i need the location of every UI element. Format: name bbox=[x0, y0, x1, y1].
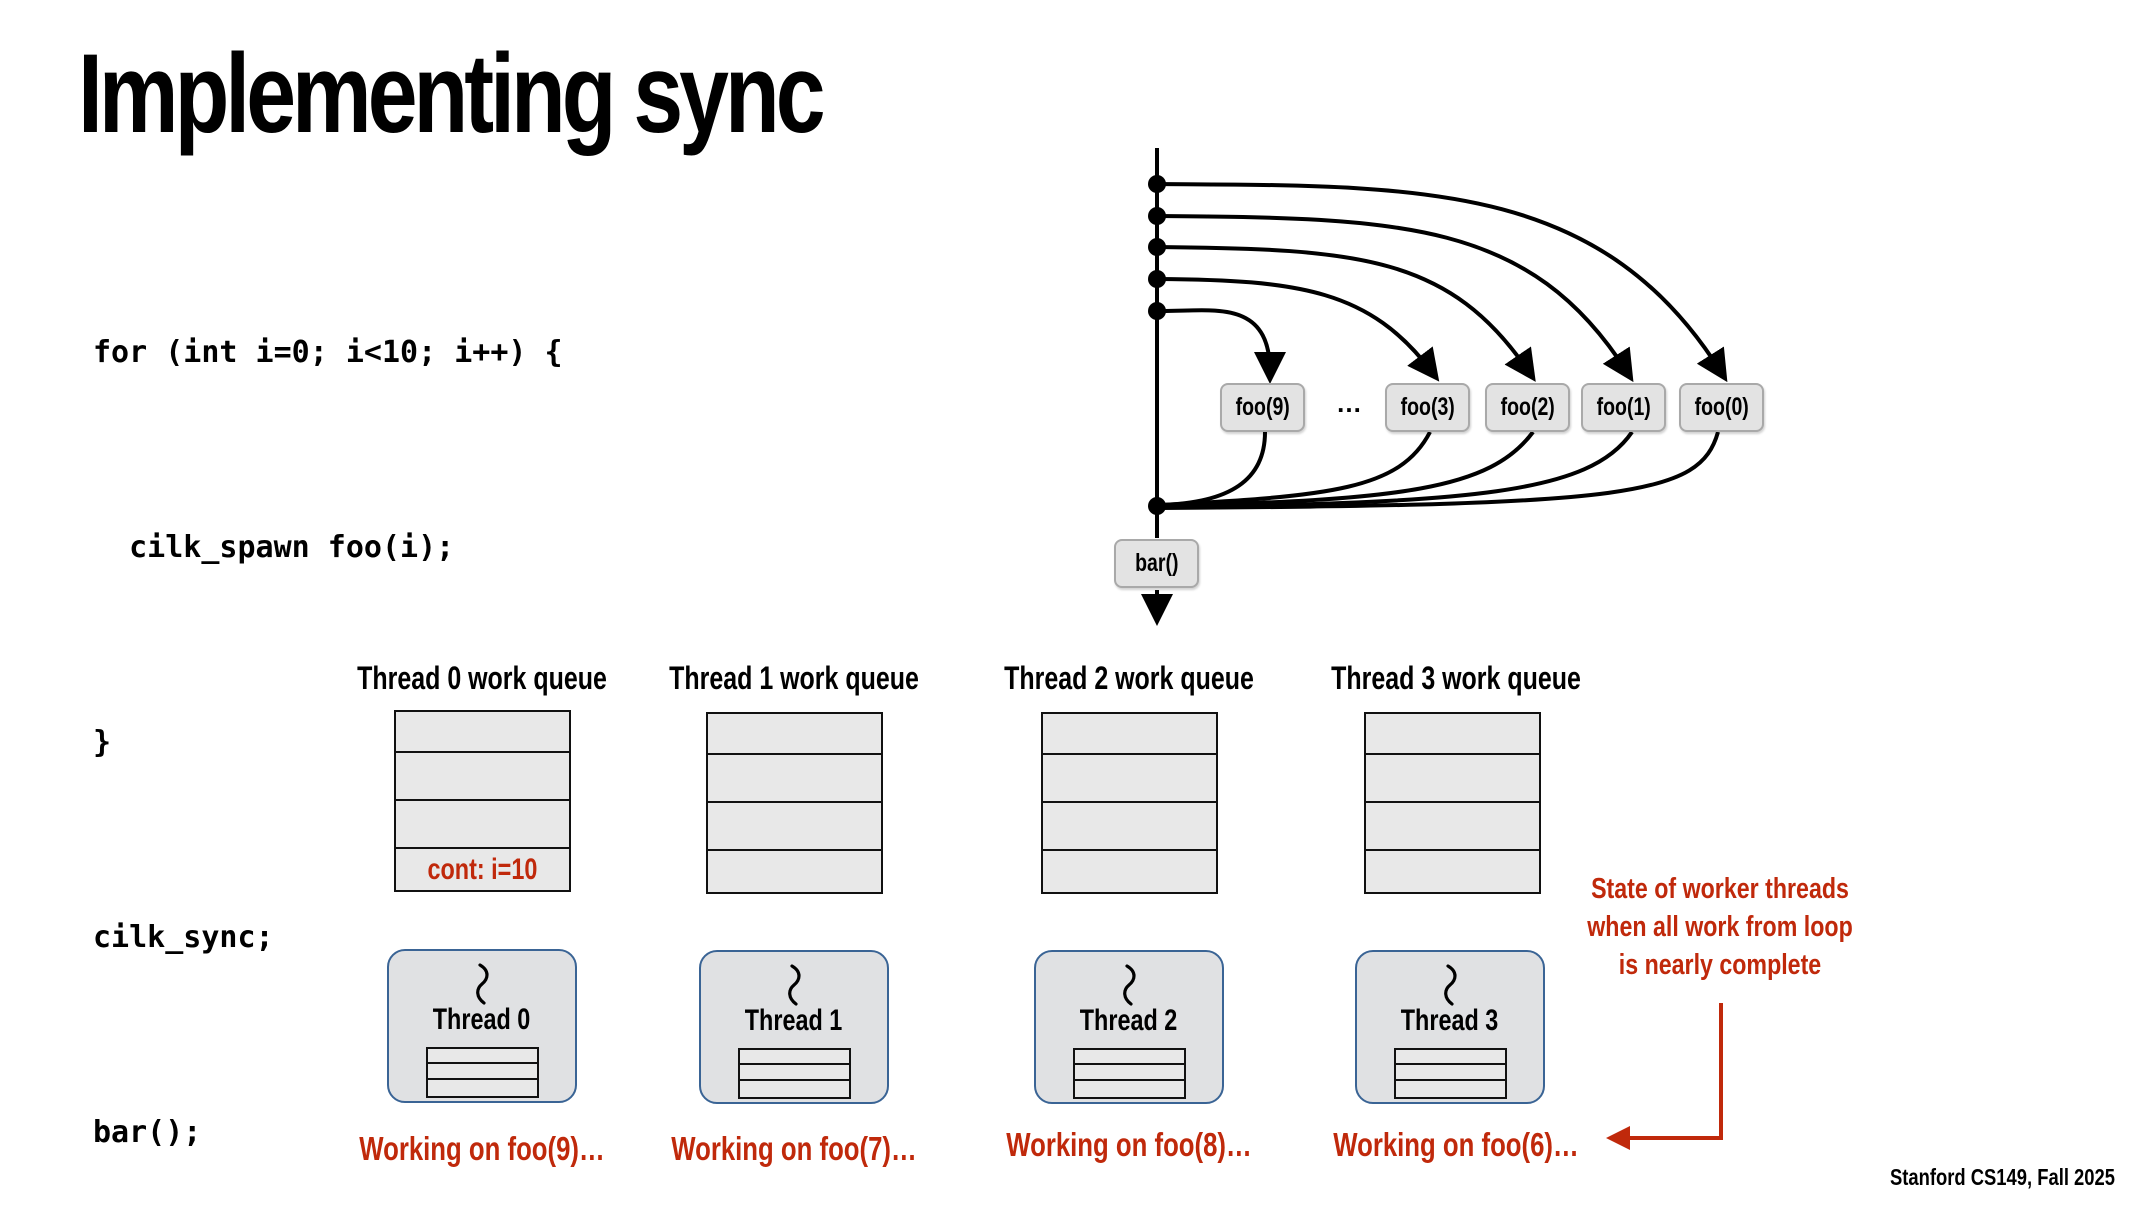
queue-slot bbox=[1366, 714, 1539, 755]
spawn-edge-foo0 bbox=[1156, 182, 1728, 383]
work-queue-title: Thread 0 work queue bbox=[357, 660, 607, 696]
thread-card: Thread 1 bbox=[699, 950, 889, 1104]
annotation-arrow bbox=[1606, 1003, 1723, 1150]
queue-slot bbox=[708, 803, 881, 851]
task-node-foo0: foo(0) bbox=[1679, 383, 1764, 432]
code-line: cilk_spawn foo(i); bbox=[93, 530, 455, 565]
spawn-dag-edges bbox=[1141, 148, 1728, 1150]
spawn-edge-foo2 bbox=[1156, 245, 1536, 382]
thread-stack-icon bbox=[1394, 1048, 1507, 1099]
queue-slot bbox=[1366, 755, 1539, 803]
task-node-foo3: foo(3) bbox=[1385, 383, 1470, 432]
thread-stack-icon bbox=[1073, 1048, 1186, 1099]
queue-slot bbox=[708, 755, 881, 803]
annotation-line: State of worker threads bbox=[1591, 873, 1849, 905]
thread-squiggle-icon bbox=[788, 964, 801, 1006]
work-queue-title: Thread 2 work queue bbox=[1004, 660, 1254, 696]
work-queue-title: Thread 3 work queue bbox=[1331, 660, 1581, 696]
slide-title: Implementing sync bbox=[78, 31, 826, 156]
slide-footer: Stanford CS149, Fall 2025 bbox=[1890, 1164, 2115, 1190]
join-edge-foo9 bbox=[1159, 431, 1267, 507]
task-label: foo(1) bbox=[1596, 393, 1651, 421]
queue-slot bbox=[396, 712, 569, 753]
thread-label-wrap: Thread 1 bbox=[701, 1004, 887, 1038]
work-queue bbox=[706, 712, 883, 894]
spawn-point bbox=[1148, 270, 1166, 288]
thread-label-wrap: Thread 2 bbox=[1036, 1004, 1222, 1038]
annotation-line: when all work from loop bbox=[1587, 911, 1853, 943]
thread-card: Thread 0 bbox=[387, 949, 577, 1103]
code-block: for (int i=0; i<10; i++) { cilk_spawn fo… bbox=[93, 190, 563, 1230]
thread-status: Working on foo(8)… bbox=[1006, 1126, 1252, 1163]
thread-squiggle-icon bbox=[476, 963, 489, 1005]
ellipsis: … bbox=[1336, 388, 1362, 418]
task-node-foo1: foo(1) bbox=[1581, 383, 1666, 432]
queue-slot: cont: i=10 bbox=[396, 849, 569, 890]
code-line: cilk_sync; bbox=[93, 920, 274, 955]
queue-slot bbox=[396, 801, 569, 849]
spawn-point bbox=[1148, 302, 1166, 320]
code-line: for (int i=0; i<10; i++) { bbox=[93, 335, 563, 370]
queue-slot bbox=[1366, 851, 1539, 892]
task-node-foo2: foo(2) bbox=[1485, 383, 1570, 432]
thread-card: Thread 3 bbox=[1355, 950, 1545, 1104]
code-line: bar(); bbox=[93, 1115, 202, 1150]
task-label: foo(0) bbox=[1694, 393, 1749, 421]
task-label: foo(2) bbox=[1500, 393, 1555, 421]
task-label: bar() bbox=[1134, 549, 1179, 577]
queue-slot bbox=[708, 714, 881, 755]
spawn-point bbox=[1148, 175, 1166, 193]
thread-squiggle-icon bbox=[1123, 964, 1136, 1006]
thread-stack-icon bbox=[426, 1047, 539, 1098]
thread-stack-icon bbox=[738, 1048, 851, 1099]
thread-status: Working on foo(6)… bbox=[1333, 1126, 1579, 1163]
spawn-edge-foo9 bbox=[1156, 308, 1286, 384]
spawn-edge-foo3 bbox=[1156, 277, 1440, 382]
task-node-foo9: foo(9) bbox=[1220, 383, 1305, 432]
spawn-point bbox=[1148, 238, 1166, 256]
code-line: } bbox=[93, 725, 112, 760]
queue-slot bbox=[1043, 755, 1216, 803]
thread-status: Working on foo(7)… bbox=[671, 1130, 917, 1167]
task-label: foo(9) bbox=[1235, 393, 1290, 421]
queue-slot bbox=[1043, 714, 1216, 755]
queue-slot bbox=[1043, 803, 1216, 851]
thread-label-wrap: Thread 0 bbox=[389, 1003, 575, 1037]
queue-slot bbox=[708, 851, 881, 892]
thread-status: Working on foo(9)… bbox=[359, 1130, 605, 1167]
annotation-line: is nearly complete bbox=[1618, 949, 1822, 981]
join-edge-foo3 bbox=[1159, 431, 1432, 507]
work-queue-title: Thread 1 work queue bbox=[669, 660, 919, 696]
thread-squiggle-icon bbox=[1444, 964, 1457, 1006]
spawn-edge-foo1 bbox=[1156, 214, 1634, 383]
task-node-bar: bar() bbox=[1114, 539, 1199, 588]
join-edge-foo1 bbox=[1159, 430, 1634, 509]
queue-slot bbox=[396, 753, 569, 801]
join-edge-foo0 bbox=[1159, 431, 1720, 510]
thread-label: Thread 1 bbox=[745, 1004, 843, 1037]
queue-entry: cont: i=10 bbox=[427, 852, 538, 886]
work-queue bbox=[1364, 712, 1541, 894]
thread-label: Thread 2 bbox=[1080, 1004, 1178, 1037]
thread-label: Thread 3 bbox=[1401, 1004, 1499, 1037]
join-edge-foo2 bbox=[1159, 430, 1535, 508]
task-label: foo(3) bbox=[1400, 393, 1455, 421]
work-queue: cont: i=10 bbox=[394, 710, 571, 892]
sync-point bbox=[1148, 497, 1166, 515]
queue-slot bbox=[1043, 851, 1216, 892]
thread-label-wrap: Thread 3 bbox=[1357, 1004, 1543, 1038]
thread-label: Thread 0 bbox=[433, 1003, 531, 1036]
annotation-note: State of worker threads when all work fr… bbox=[1587, 870, 1853, 984]
work-queue bbox=[1041, 712, 1218, 894]
queue-slot bbox=[1366, 803, 1539, 851]
spawn-point bbox=[1148, 207, 1166, 225]
thread-card: Thread 2 bbox=[1034, 950, 1224, 1104]
